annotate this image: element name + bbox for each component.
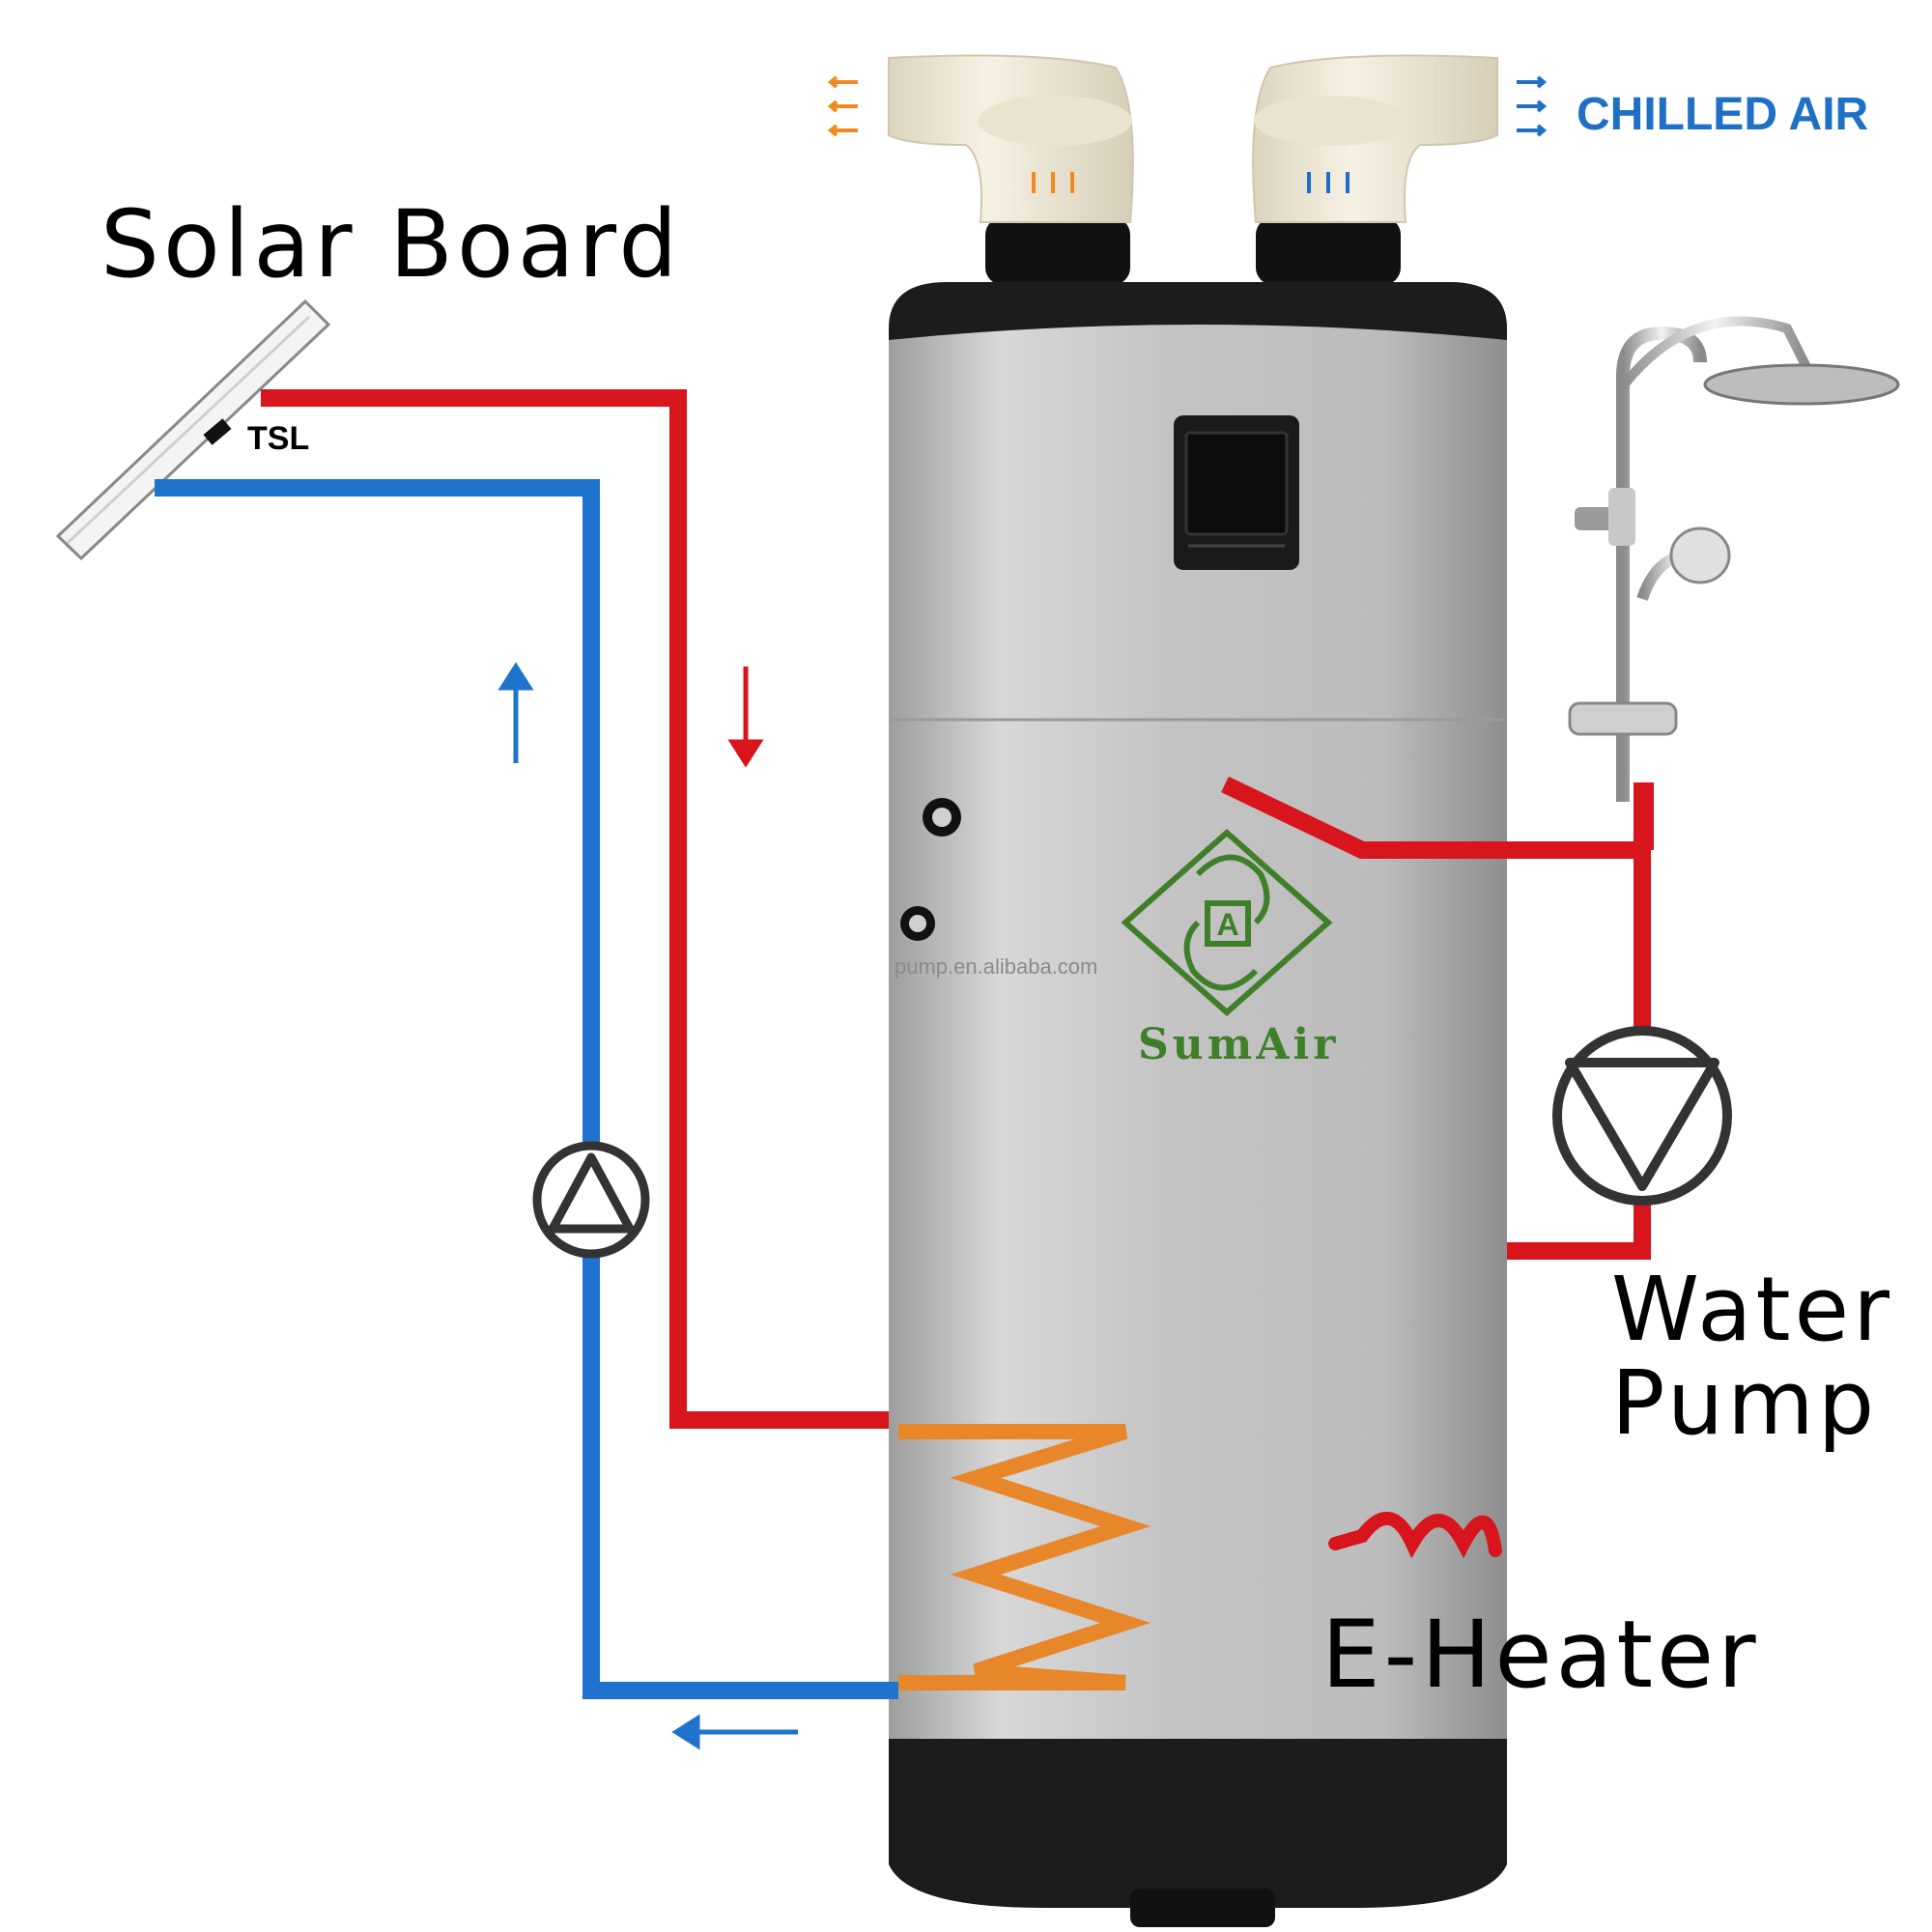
inlet-collar-left [985, 217, 1130, 285]
tank-bottom-base [889, 1739, 1507, 1908]
e-heater-label: E-Heater [1321, 1608, 1760, 1701]
temperature-gauge [923, 798, 961, 837]
shower-head [1705, 365, 1898, 404]
inlet-collar-right [1256, 217, 1401, 285]
solar-board-label: Solar Board [100, 198, 681, 291]
flow-arrow-up-icon [502, 667, 529, 763]
svg-text:A: A [1216, 907, 1238, 942]
hand-shower-head [1671, 528, 1729, 582]
air-inlet-duct [889, 56, 1133, 222]
chilled-air-label: CHILLED AIR [1577, 92, 1868, 138]
shower-icon [1570, 322, 1898, 851]
watermark-text: pump.en.alibaba.com [895, 956, 1097, 978]
flow-arrow-left-icon [676, 1719, 798, 1746]
tank-foot [1130, 1889, 1275, 1927]
chilled-air-outlet-duct [1253, 56, 1497, 222]
control-panel[interactable] [1174, 415, 1299, 570]
pressure-gauge [900, 906, 935, 941]
flow-arrow-down-icon [732, 667, 759, 763]
brand-name: SumAir [1138, 1024, 1339, 1066]
water-pump-label-line1: Water [1611, 1265, 1893, 1354]
water-pump-label-line2: Pump [1611, 1359, 1878, 1448]
cold-return-pipe [155, 488, 898, 1690]
water-pump-icon[interactable] [1557, 1031, 1727, 1201]
solar-circulation-pump-icon[interactable] [537, 1146, 645, 1254]
tsl-sensor-label: TSL [247, 422, 309, 455]
hot-supply-pipe [261, 398, 889, 1420]
